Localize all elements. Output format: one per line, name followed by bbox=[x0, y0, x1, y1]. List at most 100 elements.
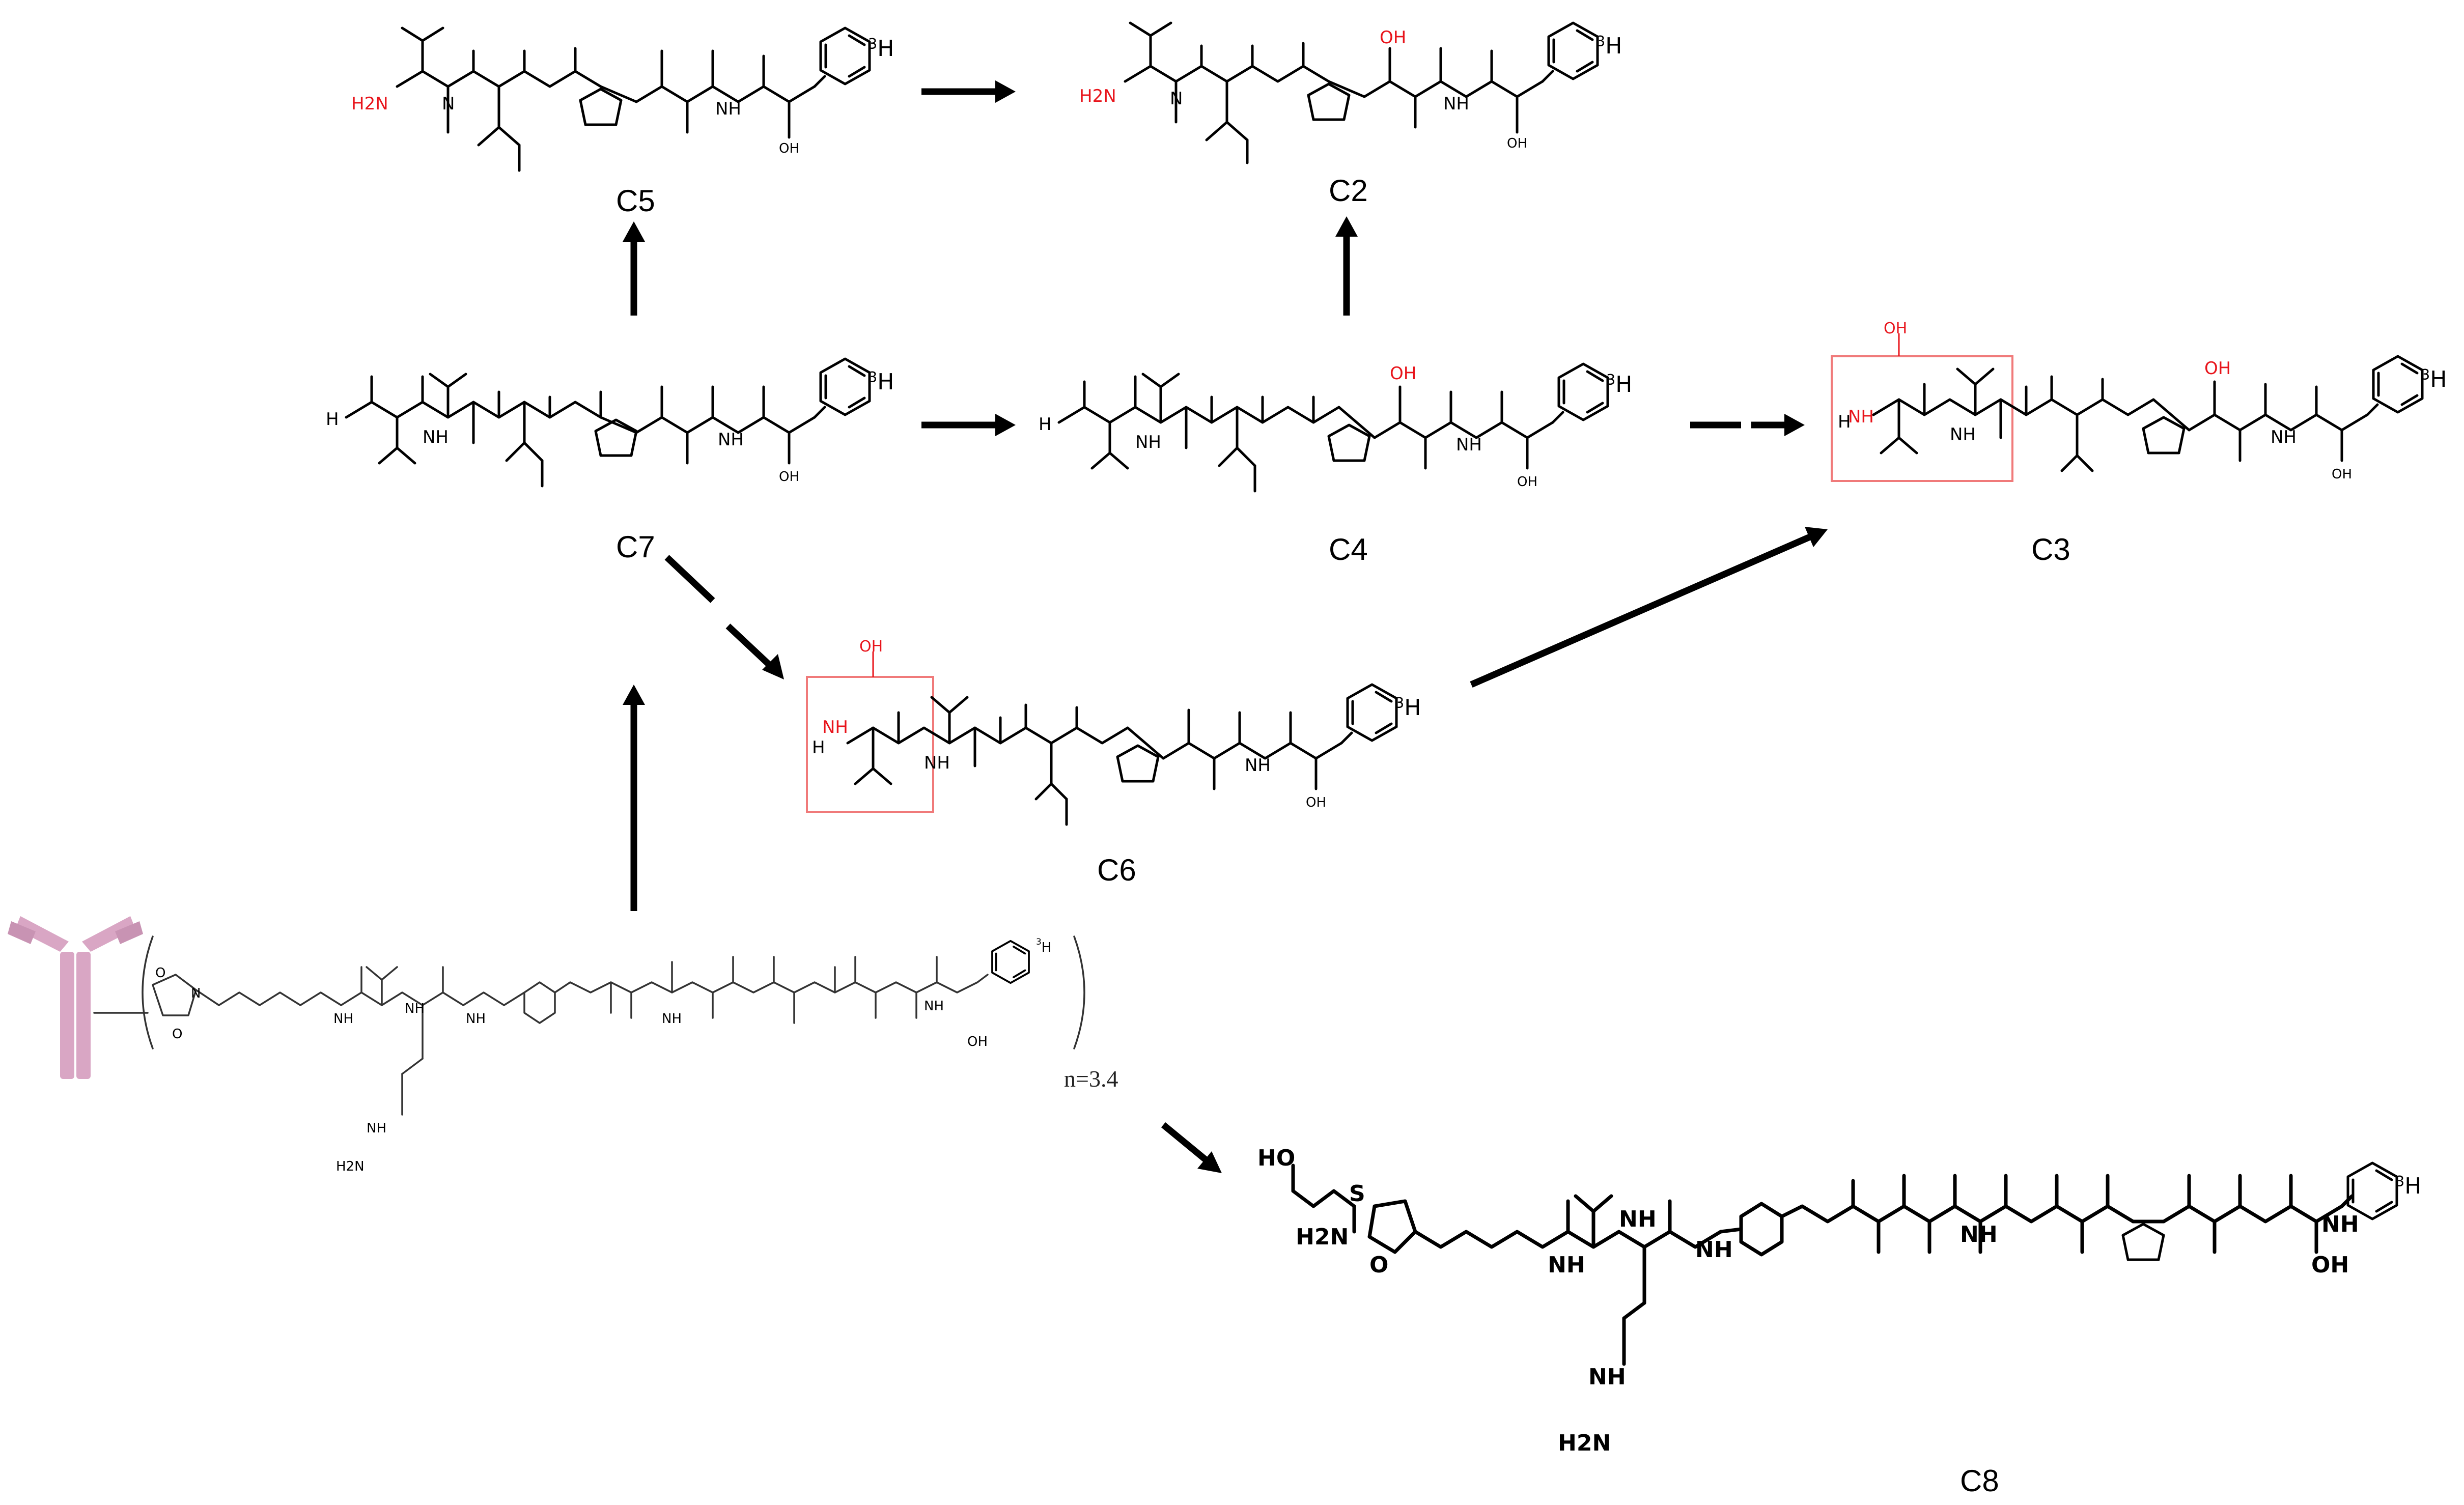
c2-amine-label: H2N bbox=[1079, 86, 1116, 106]
adc-o2-label: O bbox=[172, 1027, 182, 1042]
arrow-c7-to-c6 bbox=[664, 555, 784, 679]
c6-h-label: H bbox=[812, 737, 825, 758]
c5-backbone bbox=[396, 26, 826, 172]
compound-c8: HO H2N S O NH NH NH H2N NH NH NH OH 3H C… bbox=[1257, 1145, 2421, 1498]
adc-backbone bbox=[93, 956, 989, 1116]
c3-backbone bbox=[1872, 367, 2379, 472]
c4-h-label: H bbox=[1039, 414, 1052, 435]
compound-c5: H2N N NH OH 3H C5 bbox=[351, 26, 894, 218]
c6-highlight-box bbox=[806, 676, 934, 813]
adc-tritium-label: 3H bbox=[1036, 936, 1051, 955]
c7-h-label: H bbox=[326, 409, 339, 430]
antibody-icon bbox=[8, 916, 143, 1079]
c5-tritium-label: 3H bbox=[868, 35, 894, 62]
adc-n-label: N bbox=[191, 986, 201, 1001]
adc-nh3-label: NH bbox=[367, 1121, 386, 1136]
compound-c7: H NH NH OH 3H C7 bbox=[326, 359, 894, 564]
c7-tritium-label: 3H bbox=[868, 368, 894, 395]
c3-nh1-label: NH bbox=[1950, 424, 1976, 445]
c4-label: C4 bbox=[1329, 532, 1368, 566]
c8-label: C8 bbox=[1960, 1464, 1999, 1498]
c3-added-hydroxyl-label: OH bbox=[1884, 320, 1907, 337]
c6-amine-label: NH bbox=[822, 717, 848, 737]
adc-nh1-label: NH bbox=[333, 1011, 353, 1027]
c6-added-hydroxyl-label: OH bbox=[859, 638, 883, 656]
c7-oh-label: OH bbox=[779, 469, 799, 485]
adc-nh5-label: NH bbox=[662, 1011, 682, 1027]
arrow-c4-to-c3 bbox=[1690, 414, 1805, 436]
c4-backbone bbox=[1057, 373, 1564, 493]
c8-o-label: O bbox=[1369, 1252, 1388, 1278]
antibody-drug-conjugate: O O N NH NH NH H2N NH NH NH OH 3H n=3.4 bbox=[8, 916, 1118, 1174]
c4-hydroxyl-label: OH bbox=[1390, 363, 1416, 384]
arrow-c7-to-c5 bbox=[623, 221, 645, 316]
c3-label: C3 bbox=[2031, 532, 2070, 566]
c6-tritium-label: 3H bbox=[1395, 694, 1421, 721]
c2-n-label: N bbox=[1170, 89, 1183, 109]
adc-dar-label: n=3.4 bbox=[1064, 1066, 1118, 1092]
arrow-adc-to-c8 bbox=[1161, 1122, 1222, 1173]
reaction-arrows bbox=[623, 80, 1828, 1173]
c6-nh2-label: NH bbox=[1245, 755, 1271, 776]
compound-c6: OH NH H NH NH OH 3H C6 bbox=[806, 638, 1421, 887]
c8-nh4-label: NH bbox=[1695, 1237, 1733, 1263]
c8-nh1-label: NH bbox=[1548, 1252, 1585, 1278]
c3-hydroxyl-label: OH bbox=[2204, 358, 2231, 379]
adc-h2n-label: H2N bbox=[336, 1159, 365, 1174]
c8-urea-h2n-label: H2N bbox=[1558, 1430, 1611, 1456]
c4-nh2-label: NH bbox=[1456, 435, 1482, 455]
c6-label: C6 bbox=[1097, 853, 1136, 887]
c8-tritium-label: 3H bbox=[2395, 1173, 2421, 1199]
c8-oh-label: OH bbox=[2311, 1252, 2349, 1278]
c6-oh-label: OH bbox=[1306, 795, 1326, 810]
c5-oh-label: OH bbox=[779, 141, 799, 156]
adc-nh6-label: NH bbox=[924, 999, 944, 1014]
c6-backbone bbox=[846, 696, 1353, 826]
c7-nh1-label: NH bbox=[423, 427, 449, 447]
c3-nh2-label: NH bbox=[2271, 427, 2297, 447]
adc-close-bracket bbox=[1073, 935, 1085, 1049]
arrow-adc-to-c7 bbox=[623, 685, 645, 911]
c8-nh5-label: NH bbox=[1960, 1222, 1998, 1247]
c3-highlight-box bbox=[1831, 355, 2013, 482]
compound-c3: OH NH H NH OH NH OH 3H C3 bbox=[1831, 320, 2447, 566]
c5-amine-label: H2N bbox=[351, 94, 388, 114]
c5-n-label: N bbox=[442, 94, 455, 114]
c7-backbone bbox=[345, 373, 826, 488]
adc-oh-label: OH bbox=[967, 1034, 988, 1049]
c8-backbone bbox=[1291, 1163, 2354, 1366]
c8-s-label: S bbox=[1349, 1181, 1365, 1207]
c2-hydroxyl-label: OH bbox=[1380, 27, 1406, 48]
c8-nh2-label: NH bbox=[1619, 1206, 1657, 1232]
c3-tritium-label: 3H bbox=[2421, 366, 2447, 392]
c4-nh1-label: NH bbox=[1135, 432, 1161, 452]
compound-c2: H2N N OH NH OH 3H C2 bbox=[1079, 21, 1622, 208]
c5-nh-label: NH bbox=[715, 99, 741, 119]
adc-nh2-label: NH bbox=[405, 1001, 425, 1016]
c8-nh3-label: NH bbox=[1588, 1364, 1626, 1390]
adc-o1-label: O bbox=[155, 966, 165, 981]
arrow-c4-to-c2 bbox=[1335, 216, 1358, 316]
c5-label: C5 bbox=[616, 184, 655, 218]
c7-label: C7 bbox=[616, 530, 655, 564]
c2-backbone bbox=[1124, 21, 1554, 164]
adc-nh4-label: NH bbox=[466, 1011, 486, 1027]
c3-h-label: H bbox=[1838, 412, 1851, 432]
adc-open-bracket bbox=[142, 935, 154, 1049]
c4-oh-label: OH bbox=[1517, 474, 1537, 490]
arrow-c7-to-c4 bbox=[921, 414, 1016, 436]
compound-c4: H NH OH NH OH 3H C4 bbox=[1039, 363, 1632, 566]
c2-label: C2 bbox=[1329, 174, 1368, 208]
c2-tritium-label: 3H bbox=[1596, 33, 1622, 59]
c8-h2n-label: H2N bbox=[1296, 1224, 1349, 1250]
c2-oh-label: OH bbox=[1507, 136, 1527, 151]
c8-nh6-label: NH bbox=[2321, 1211, 2359, 1237]
c2-nh-label: NH bbox=[1443, 94, 1469, 114]
c4-tritium-label: 3H bbox=[1606, 371, 1632, 397]
c3-amine-label: NH bbox=[1848, 407, 1874, 427]
c6-nh1-label: NH bbox=[924, 753, 950, 773]
c8-ho-label: HO bbox=[1257, 1145, 1295, 1171]
c3-oh-label: OH bbox=[2332, 467, 2352, 482]
